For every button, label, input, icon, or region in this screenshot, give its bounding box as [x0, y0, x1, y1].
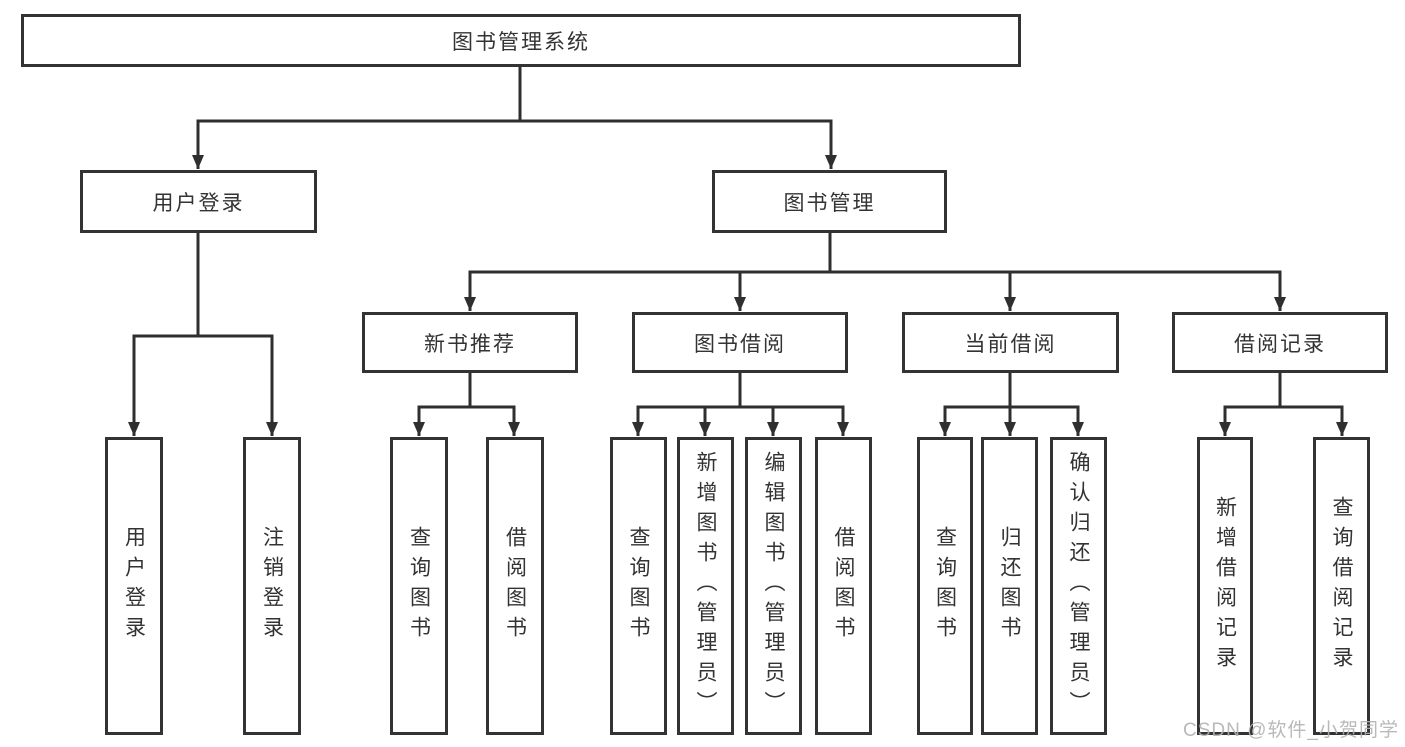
node-borrow-records: 借阅记录: [1172, 312, 1388, 373]
leaf-label: 用户登录: [122, 526, 146, 646]
leaf-label: 查询借阅记录: [1330, 496, 1353, 676]
leaf-label: 查询图书: [627, 526, 650, 646]
leaf-label: 编辑图书（管理员）: [762, 451, 785, 721]
leaf-borrowing-edit-books-admin: 编辑图书（管理员）: [745, 437, 802, 735]
leaf-borrowing-borrow-books: 借阅图书: [815, 437, 872, 735]
leaf-label: 确认归还（管理员）: [1067, 451, 1090, 721]
leaf-label: 新增图书（管理员）: [694, 451, 717, 721]
leaf-recommend-borrow-books: 借阅图书: [486, 437, 544, 735]
leaf-records-query-record: 查询借阅记录: [1313, 437, 1370, 735]
leaf-label: 新增借阅记录: [1213, 496, 1237, 676]
leaf-label: 归还图书: [998, 526, 1021, 646]
leaf-borrowing-query-books: 查询图书: [610, 437, 667, 735]
leaf-logout: 注销登录: [243, 437, 301, 735]
leaf-current-return-books: 归还图书: [981, 437, 1038, 735]
leaf-label: 注销登录: [260, 526, 284, 646]
node-user-login: 用户登录: [80, 170, 317, 233]
leaf-borrowing-add-books-admin: 新增图书（管理员）: [677, 437, 734, 735]
leaf-records-add-record: 新增借阅记录: [1197, 437, 1253, 735]
leaf-user-login: 用户登录: [105, 437, 163, 735]
csdn-watermark: CSDN @软件_小贺同学: [1183, 720, 1399, 741]
node-book-borrowing: 图书借阅: [632, 312, 848, 373]
leaf-label: 查询图书: [933, 526, 957, 646]
node-book-management: 图书管理: [712, 170, 947, 233]
node-new-book-recommend: 新书推荐: [362, 312, 578, 373]
leaf-label: 借阅图书: [832, 526, 855, 646]
leaf-current-query-books: 查询图书: [917, 437, 973, 735]
leaf-recommend-query-books: 查询图书: [390, 437, 448, 735]
leaf-current-confirm-return-admin: 确认归还（管理员）: [1050, 437, 1107, 735]
node-current-borrowing: 当前借阅: [902, 312, 1119, 373]
node-root-system: 图书管理系统: [21, 14, 1021, 67]
leaf-label: 查询图书: [407, 526, 431, 646]
leaf-label: 借阅图书: [503, 526, 527, 646]
